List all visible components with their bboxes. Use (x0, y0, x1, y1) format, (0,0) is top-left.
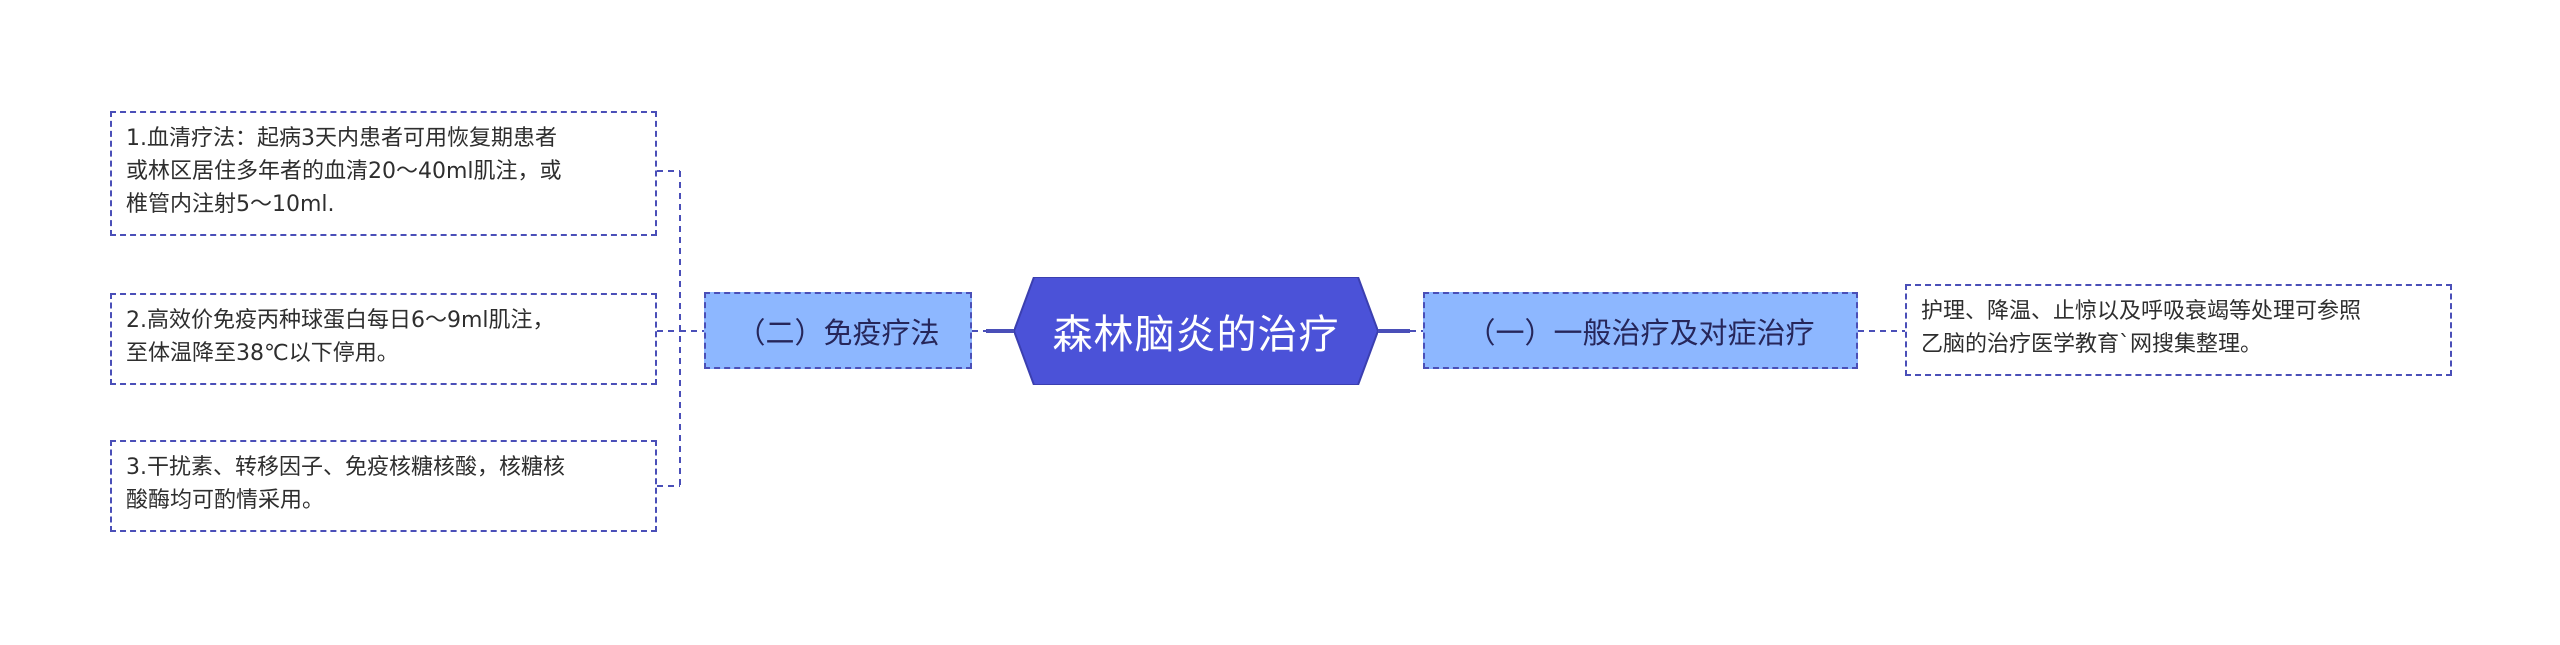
branch-immunotherapy[interactable]: （二）免疫疗法 (704, 292, 972, 369)
leaf-immunoglobulin[interactable]: 2.高效价免疫丙种球蛋白每日6～9ml肌注， 至体温降至38℃以下停用。 (110, 293, 657, 385)
leaf-serum-therapy[interactable]: 1.血清疗法：起病3天内患者可用恢复期患者 或林区居住多年者的血清20～40ml… (110, 111, 657, 236)
root-title: 森林脑炎的治疗 (1052, 312, 1340, 358)
branch-immunotherapy-label: （二）免疫疗法 (736, 315, 940, 350)
root-hexagon-shape (1014, 277, 1378, 385)
root-node[interactable]: 森林脑炎的治疗 (1014, 277, 1378, 385)
branch-general-treatment-label: （一）一般治疗及对症治疗 (1466, 315, 1815, 350)
branch-general-treatment[interactable]: （一）一般治疗及对症治疗 (1423, 292, 1858, 369)
leaf-interferon[interactable]: 3.干扰素、转移因子、免疫核糖核酸，核糖核 酸酶均可酌情采用。 (110, 440, 657, 532)
leaf-supportive-care[interactable]: 护理、降温、止惊以及呼吸衰竭等处理可参照 乙脑的治疗医学教育`网搜集整理。 (1905, 284, 2452, 376)
